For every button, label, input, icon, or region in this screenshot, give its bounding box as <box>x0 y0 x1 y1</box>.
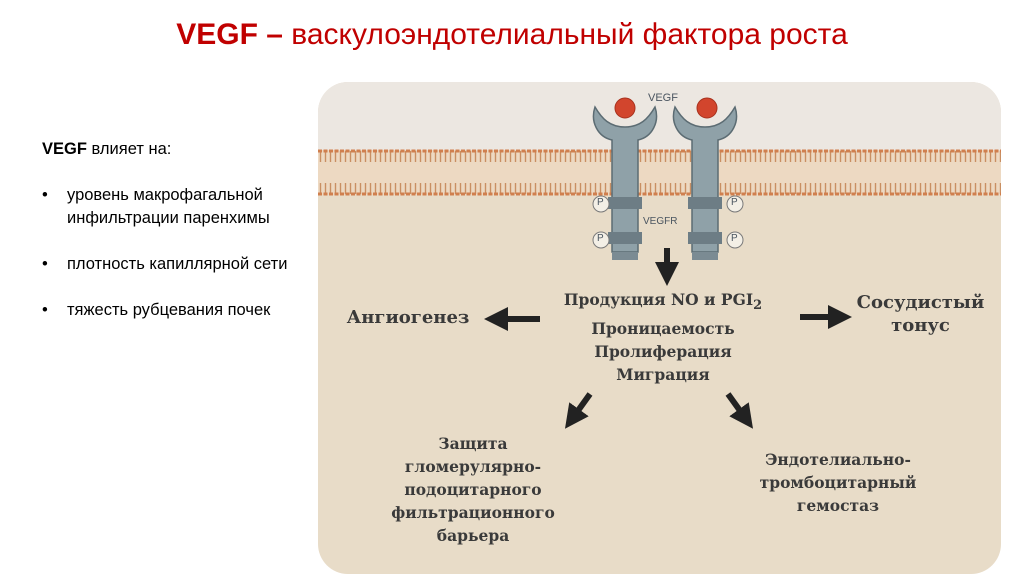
list-item: • уровень макрофагальной инфильтрации пар… <box>42 184 317 230</box>
filtration-barrier-label: Защита гломерулярно- подоцитарного фильт… <box>391 434 555 545</box>
diagram-graphics <box>318 82 1001 574</box>
vascular-tone-label: Сосудистый тонус <box>856 292 985 336</box>
heading-bold: VEGF <box>42 140 87 158</box>
heading-rest: влияет на: <box>86 140 172 158</box>
arrows <box>484 248 852 429</box>
bullet-icon: • <box>42 301 48 319</box>
center-line-4: Миграция <box>616 365 710 385</box>
vegf-receptor-left <box>592 105 658 260</box>
list-heading: VEGF влияет на: <box>42 138 317 161</box>
list-item-text: тяжесть рубцевания почек <box>67 301 271 319</box>
list-item: • плотность капиллярной сети <box>42 253 317 276</box>
arrow-down-right <box>725 392 754 429</box>
center-effects: Продукция NO и PGI2 Проницаемость Пролиф… <box>533 288 793 386</box>
bullet-icon: • <box>42 255 48 273</box>
vegf-signaling-diagram: VEGF VEGFR P P P P Продукция NO и PGI2 П… <box>318 82 1001 574</box>
phospho-label: P <box>597 233 604 244</box>
list-item-text: плотность капиллярной сети <box>67 255 288 273</box>
phospho-label: P <box>731 233 738 244</box>
angiogenesis-label: Ангиогенез <box>346 307 470 328</box>
cell-membrane <box>318 149 1001 196</box>
page-title: VEGF – васкулоэндотелиальный фактора рос… <box>0 18 1024 52</box>
bullet-icon: • <box>42 186 48 204</box>
vegfr-label: VEGFR <box>643 216 678 227</box>
phospho-label: P <box>597 197 604 208</box>
arrow-down-left <box>564 392 593 429</box>
vegf-receptor-right <box>672 105 738 260</box>
vegf-ligand-left <box>614 97 636 119</box>
title-rest: васкулоэндотелиальный фактора роста <box>291 18 848 51</box>
phospho-groups <box>592 195 744 249</box>
vegf-effects-list: VEGF влияет на: • уровень макрофагальной … <box>42 138 317 345</box>
center-line-1: Продукция NO и PGI2 <box>563 290 763 314</box>
list-item-text: уровень макрофагальной инфильтрации паре… <box>67 186 270 227</box>
vegf-ligand-right <box>696 97 718 119</box>
title-prefix: VEGF – <box>176 18 292 51</box>
center-line-3: Пролиферация <box>594 342 732 362</box>
hemostasis-label: Эндотелиально- тромбоцитарный гемостаз <box>759 450 917 515</box>
list-item: • тяжесть рубцевания почек <box>42 299 317 322</box>
phospho-label: P <box>731 197 738 208</box>
vegf-label: VEGF <box>648 92 678 104</box>
bullet-list: • уровень макрофагальной инфильтрации пар… <box>42 184 317 322</box>
center-line-2: Проницаемость <box>591 319 735 339</box>
extracellular-space <box>318 82 1001 150</box>
